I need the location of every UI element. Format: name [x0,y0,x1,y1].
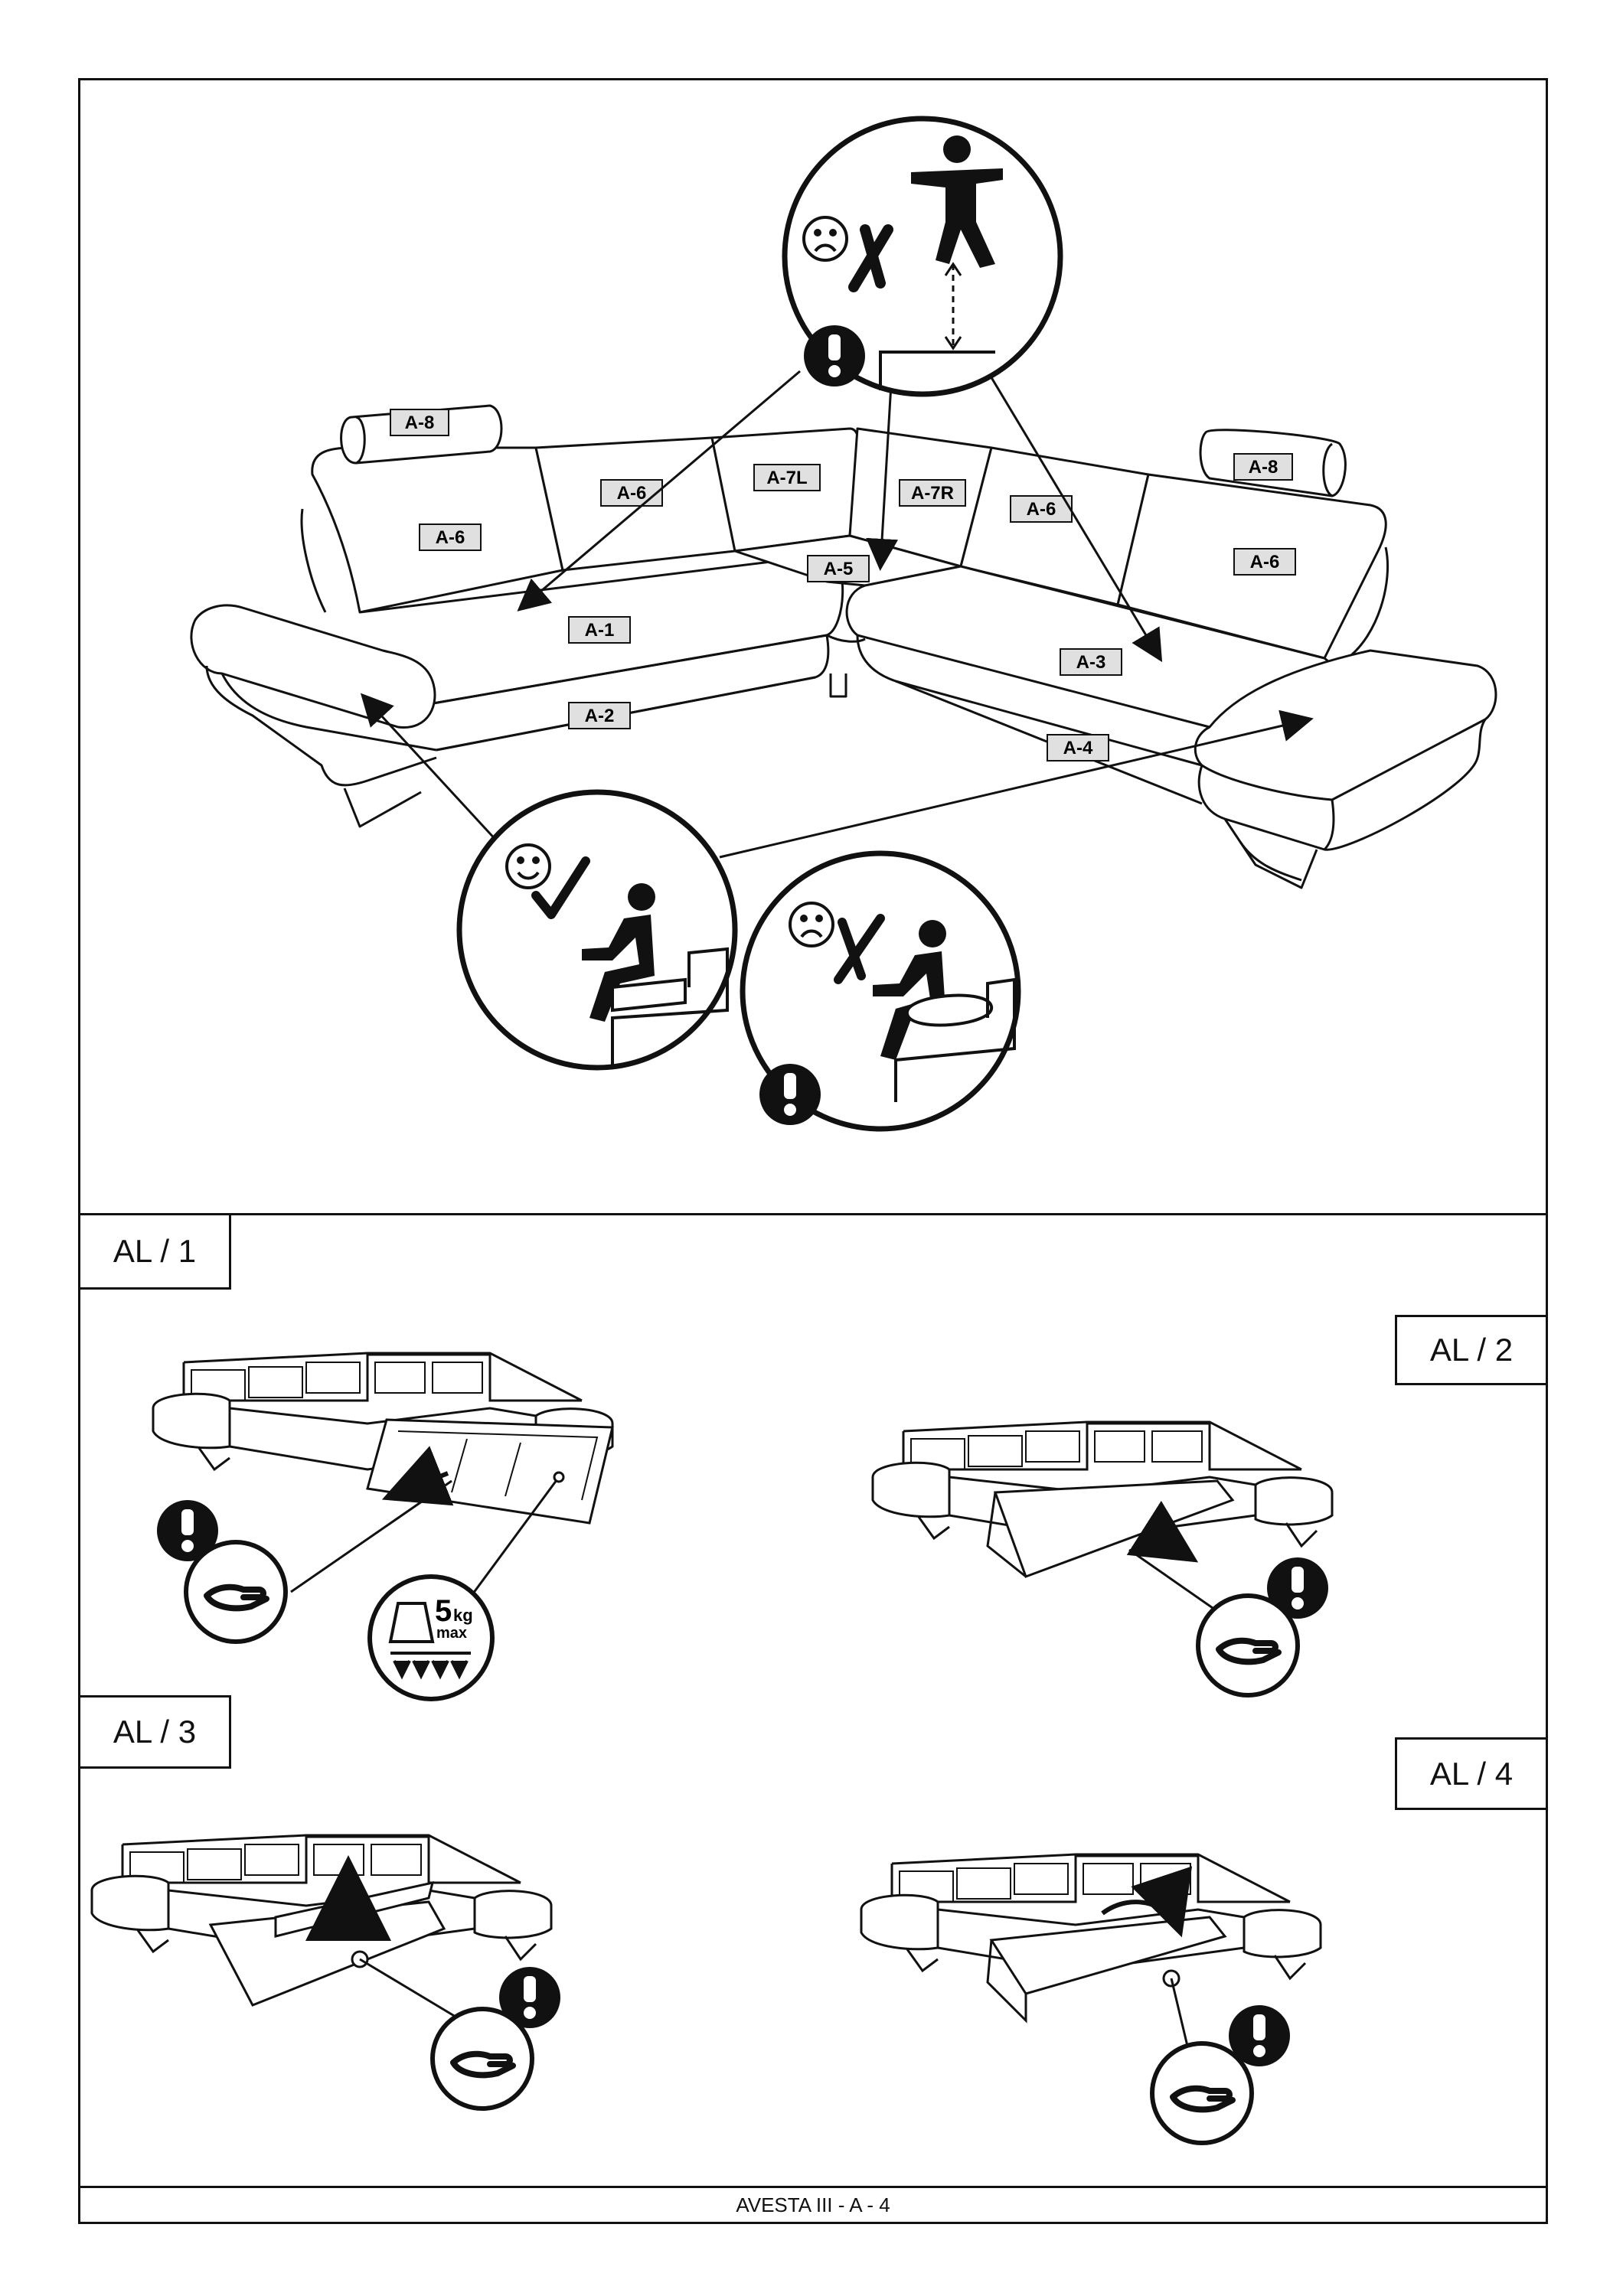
step-label-4: AL / 4 [1395,1737,1548,1810]
part-label-a6-3: A-6 [1010,495,1073,523]
pull-arrow [1126,1500,1199,1563]
happy-face-icon [505,843,551,889]
svg-text:5: 5 [435,1594,452,1628]
part-label-a5: A-5 [807,555,870,582]
svg-text:A-7L: A-7L [766,468,807,488]
warning-icon [759,1064,821,1125]
cross-mark-icon [848,224,893,292]
pull-arrow [381,1446,454,1506]
footer-divider [78,2186,1548,2188]
weight-icon [388,1602,435,1643]
standing-person-icon [911,135,1003,268]
part-label-a4: A-4 [1047,734,1109,762]
part-label-a6-4: A-6 [1233,548,1296,576]
svg-text:A-8: A-8 [405,413,435,433]
part-labels: A-8 A-8 A-6 A-6 A-6 A-6 A-7L A-7R A-5 A-… [390,409,1296,762]
svg-text:A-1: A-1 [585,620,615,641]
svg-text:A-3: A-3 [1076,652,1106,673]
hand-callout [1196,1593,1300,1698]
svg-text:A-8: A-8 [1249,457,1278,478]
svg-text:kg: kg [453,1606,473,1625]
step-label-2: AL / 2 [1395,1315,1548,1385]
hand-callout [184,1540,288,1644]
part-label-a8-right: A-8 [1233,453,1293,481]
part-label-a6-1: A-6 [419,523,482,551]
check-mark-icon [531,856,590,919]
weight-limit-badge: 5 kg max [367,1574,495,1701]
part-label-a7l: A-7L [753,464,821,491]
section-divider [78,1213,1548,1215]
part-label-a1: A-1 [568,616,631,644]
seated-person-icon [582,883,655,1022]
warning-icon [804,325,865,386]
svg-text:A-4: A-4 [1063,738,1093,758]
step-label-3: AL / 3 [78,1695,231,1769]
hand-callout [1150,2041,1254,2145]
callout-sit-on-seat [456,789,738,1071]
svg-text:A-6: A-6 [1250,552,1280,572]
part-label-a2: A-2 [568,702,631,729]
part-label-a7r: A-7R [899,479,966,507]
step-1-illustration: 5 kg max [152,1352,614,1701]
svg-text:A-6: A-6 [436,527,465,548]
part-label-a8-left: A-8 [390,409,449,436]
page-footer: AVESTA III - A - 4 [736,2193,890,2216]
step-4-illustration [860,1853,1322,2145]
svg-text:A-6: A-6 [1027,499,1056,520]
svg-text:A-5: A-5 [824,559,854,579]
svg-text:A-7R: A-7R [911,483,954,504]
callout-no-armrest-sitting [740,850,1021,1132]
step-label-1: AL / 1 [78,1213,231,1290]
step-3-illustration [90,1834,560,2111]
step-2-illustration [871,1420,1334,1698]
svg-text:A-2: A-2 [585,706,615,726]
corner-sofa-drawing [190,404,1497,889]
cross-mark-icon [834,914,885,984]
sad-face-icon [789,902,834,947]
hand-callout [430,2007,534,2111]
callout-no-standing [782,116,1063,397]
part-label-a3: A-3 [1060,648,1122,676]
fold-arrow [1101,1866,1192,1938]
svg-text:A-6: A-6 [617,483,647,504]
sad-face-icon [802,216,848,262]
pointer-arrows [360,370,1314,859]
part-label-a6-2: A-6 [600,479,663,507]
svg-text:max: max [436,1625,467,1642]
page-frame [78,78,1548,2224]
seated-person-icon [873,920,946,1060]
